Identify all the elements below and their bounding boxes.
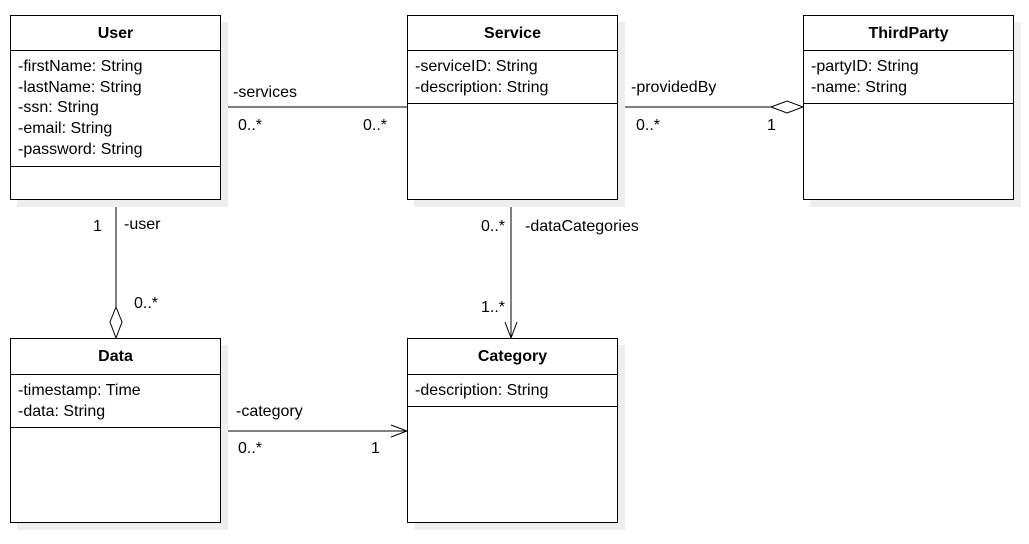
attribute: -ssn: String: [18, 99, 99, 117]
multiplicity-label: 1: [767, 117, 776, 134]
role-label-user: -user: [124, 216, 161, 233]
attribute: -email: String: [18, 120, 113, 138]
multiplicity-label: 0..*: [134, 295, 159, 312]
class-data-attributes: -timestamp: Time -data: String: [11, 375, 220, 428]
class-thirdparty-name: ThirdParty: [804, 16, 1013, 51]
class-service-attributes: -serviceID: String -description: String: [408, 51, 617, 104]
attribute: -description: String: [415, 382, 549, 399]
attribute: -partyID: String: [811, 58, 919, 75]
class-category-attributes: -description: String: [408, 375, 617, 407]
role-label-datacategories: -dataCategories: [525, 218, 639, 235]
class-user[interactable]: User -firstName: String -lastName: Strin…: [10, 15, 221, 200]
attribute: -description: String: [415, 78, 549, 96]
role-label-services: -services: [233, 84, 298, 101]
multiplicity-label: 1: [93, 218, 102, 235]
class-category-name: Category: [408, 339, 617, 375]
attribute: -name: String: [811, 78, 908, 96]
class-data-name: Data: [11, 339, 220, 375]
multiplicity-label: 1..*: [481, 299, 506, 316]
attribute: -firstName: String: [18, 58, 143, 75]
multiplicity-label: 0..*: [636, 117, 661, 134]
class-user-name: User: [11, 16, 220, 51]
attribute: -data: String: [18, 402, 106, 420]
class-service-name: Service: [408, 16, 617, 51]
class-data[interactable]: Data -timestamp: Time -data: String: [10, 338, 221, 523]
aggregation-diamond-thirdparty: [769, 100, 805, 114]
attribute: -lastName: String: [18, 78, 142, 96]
attribute: -serviceID: String: [415, 58, 538, 75]
class-service[interactable]: Service -serviceID: String -description:…: [407, 15, 618, 200]
multiplicity-label: 0..*: [481, 218, 506, 235]
role-label-providedby: -providedBy: [631, 79, 717, 96]
role-label-category: -category: [236, 403, 303, 420]
multiplicity-label: 1: [371, 440, 380, 457]
class-thirdparty-attributes: -partyID: String -name: String: [804, 51, 1013, 104]
class-thirdparty[interactable]: ThirdParty -partyID: String -name: Strin…: [803, 15, 1014, 200]
multiplicity-label: 0..*: [363, 117, 388, 134]
class-user-attributes: -firstName: String -lastName: String -ss…: [11, 51, 220, 167]
class-category[interactable]: Category -description: String: [407, 338, 618, 523]
attribute: -timestamp: Time: [18, 382, 141, 399]
aggregation-diamond-data: [109, 305, 123, 340]
multiplicity-label: 0..*: [238, 117, 263, 134]
attribute: -password: String: [18, 140, 143, 158]
multiplicity-label: 0..*: [238, 440, 263, 457]
